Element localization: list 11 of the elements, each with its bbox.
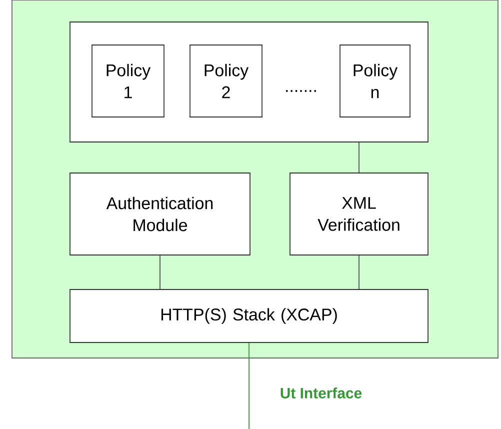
module-box: HTTP(S) Stack (XCAP) <box>70 289 428 343</box>
edge-label: Ut Interface <box>278 386 364 400</box>
ellipsis-label: ....... <box>286 90 316 92</box>
policy-box: Policy 1 <box>92 44 164 118</box>
connector-line <box>248 342 250 429</box>
connector-line <box>358 255 360 290</box>
module-box: Authentication Module <box>70 172 250 256</box>
module-box: XML Verification <box>290 172 428 256</box>
policy-box: Policy n <box>340 44 410 118</box>
connector-line <box>358 142 360 173</box>
policy-box: Policy 2 <box>190 44 262 118</box>
